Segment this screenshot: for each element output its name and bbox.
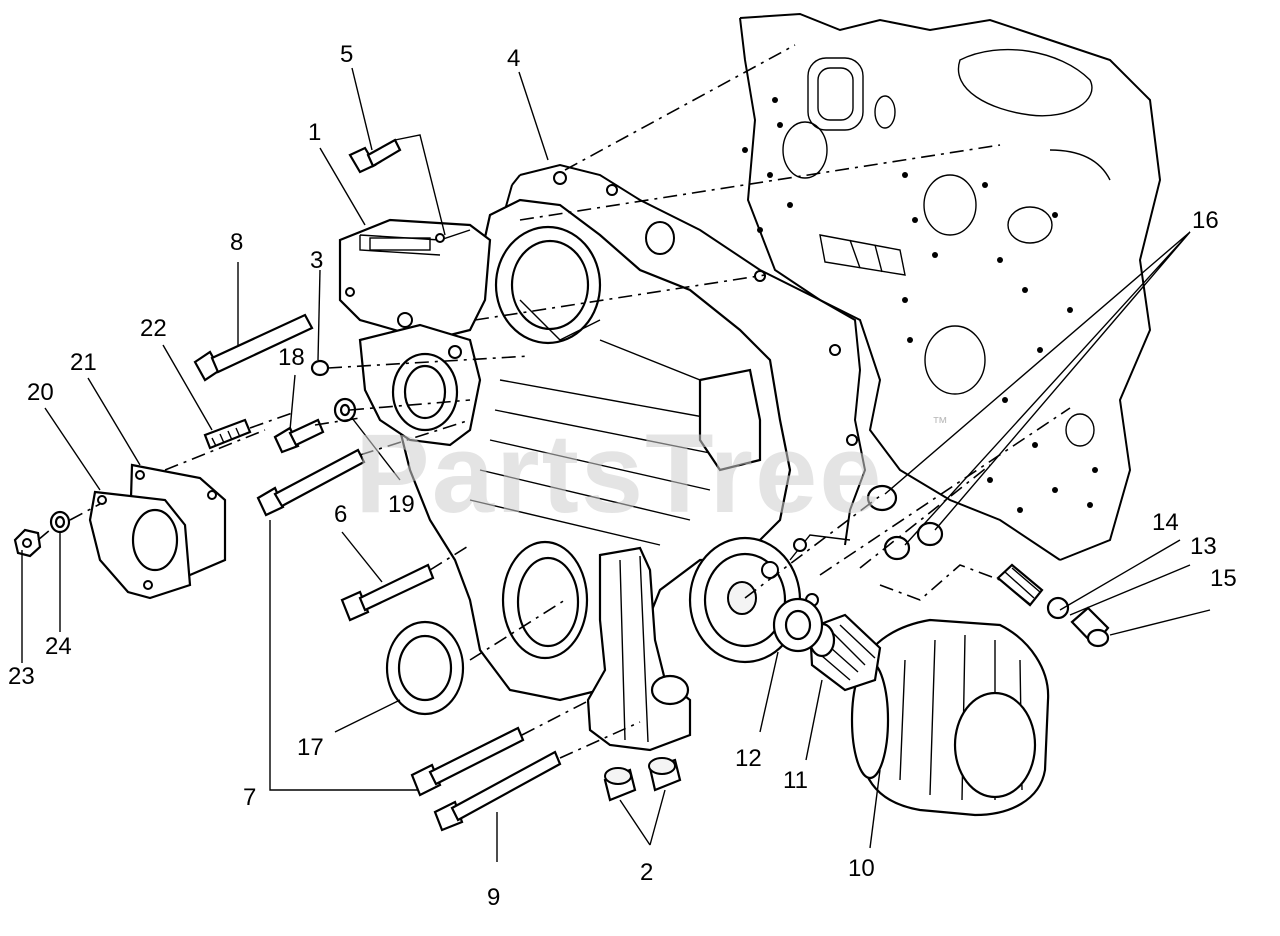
gasket-part-4 <box>504 163 867 546</box>
callout-12: 12 <box>735 745 762 772</box>
callout-10: 10 <box>848 855 875 882</box>
plugs-part-2 <box>603 757 682 802</box>
alignment-lines <box>37 44 1071 759</box>
nipple-part-11 <box>808 613 882 692</box>
callout-22: 22 <box>140 315 167 342</box>
oil-seal-part-17 <box>385 620 465 716</box>
pump-housing-part-1 <box>338 218 492 342</box>
callout-11: 11 <box>783 767 808 794</box>
outlet-housing <box>358 312 482 447</box>
nut-washer-part-23-24 <box>13 510 71 558</box>
callout-2: 2 <box>640 859 653 886</box>
callout-23: 23 <box>8 663 35 690</box>
callout-labels: 1 2 3 4 5 6 7 8 9 10 11 12 13 14 15 16 1… <box>8 41 1237 911</box>
watermark-trademark: ™ <box>932 415 948 432</box>
callout-1: 1 <box>308 119 321 146</box>
callout-15: 15 <box>1210 565 1237 592</box>
callout-24: 24 <box>45 633 72 660</box>
o-rings-part-16 <box>866 484 944 561</box>
callout-6: 6 <box>334 501 347 528</box>
callout-14: 14 <box>1152 509 1179 536</box>
bolts <box>193 138 562 832</box>
callout-13: 13 <box>1190 533 1217 560</box>
callout-5: 5 <box>340 41 353 68</box>
callout-20: 20 <box>27 379 54 406</box>
callout-19: 19 <box>388 491 415 518</box>
engine-block <box>739 12 1162 561</box>
callout-21: 21 <box>70 349 97 376</box>
oil-filter-part-10 <box>850 618 1050 817</box>
callout-8: 8 <box>230 229 243 256</box>
timing-cover-housing <box>393 198 792 702</box>
filter-adapter <box>586 546 692 752</box>
relief-valve-parts <box>996 563 1110 648</box>
leader-lines <box>21 67 1211 862</box>
callout-16: 16 <box>1192 207 1219 234</box>
callout-3: 3 <box>310 247 323 274</box>
callout-7: 7 <box>243 784 256 811</box>
watermark-text: PartsTree <box>355 411 884 536</box>
cover-plate-part-20-21 <box>88 463 227 600</box>
callout-9: 9 <box>487 884 500 911</box>
washer-part-12 <box>772 597 824 653</box>
callout-17: 17 <box>297 734 324 761</box>
oil-pump-cover <box>688 534 851 664</box>
callout-4: 4 <box>507 45 520 72</box>
callout-18: 18 <box>278 344 305 371</box>
